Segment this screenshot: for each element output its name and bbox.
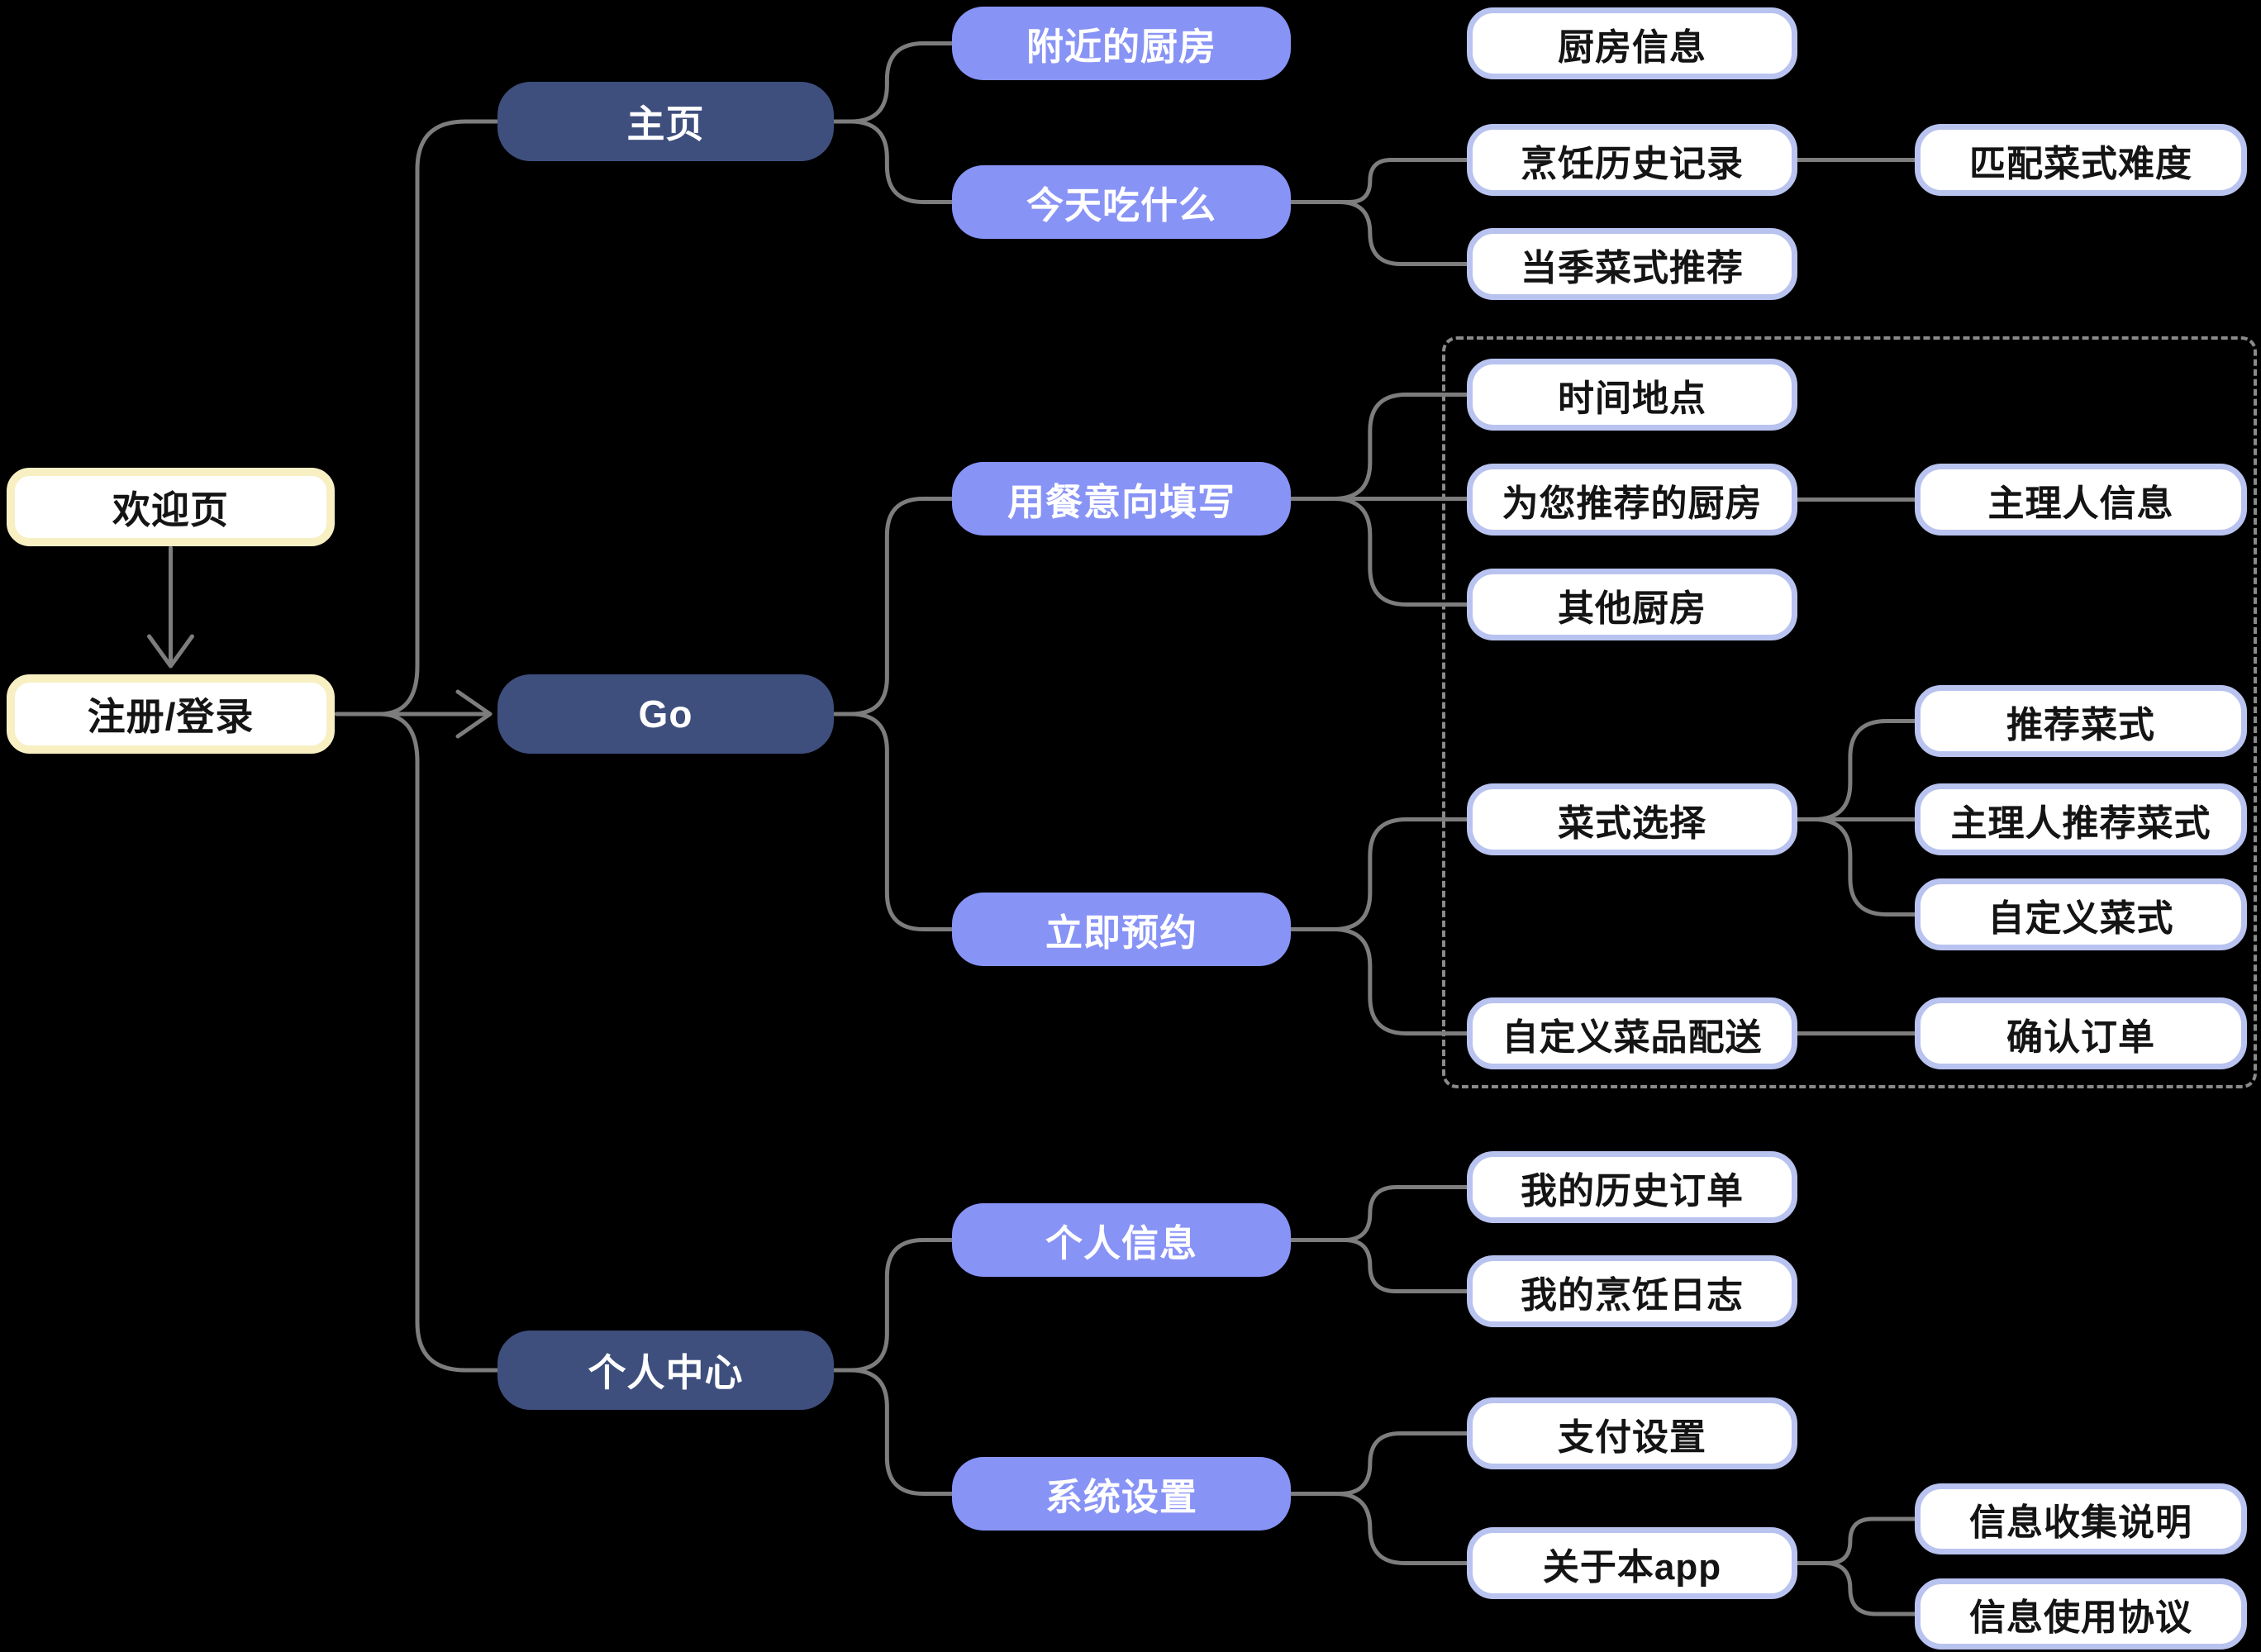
node-label-about-app: 关于本app [1542,1546,1722,1588]
node-label-home: 主页 [626,102,705,145]
node-label-welcome: 欢迎页 [112,488,229,531]
node-dining-intent[interactable]: 用餐意向填写 [952,462,1291,536]
edge-system-settings-about-app [1288,1492,1469,1565]
node-recommended-dishes[interactable]: 推荐菜式 [1915,685,2247,757]
node-label-my-order-history: 我的历史订单 [1521,1170,1744,1212]
node-label-profile-center: 个人中心 [588,1351,744,1394]
edge-dish-selection-custom-dishes [1795,817,1917,916]
edge-book-now-custom-dish-delivery [1288,927,1469,1035]
node-label-custom-dish-delivery: 自定义菜品配送 [1502,1016,1763,1058]
node-payment-settings[interactable]: 支付设置 [1467,1397,1797,1469]
edge-register-login-go-arrowhead [455,689,493,739]
node-host-info[interactable]: 主理人信息 [1915,464,2247,536]
node-label-personal-info: 个人信息 [1045,1222,1197,1264]
node-label-dining-intent: 用餐意向填写 [1007,481,1235,523]
edge-go-book-now [831,712,954,931]
node-label-match-difficulty: 匹配菜式难度 [1969,143,2192,184]
node-label-time-place: 时间地点 [1558,378,1706,419]
node-label-info-collection: 信息收集说明 [1969,1502,2192,1543]
node-nearby-kitchens[interactable]: 附近的厨房 [952,7,1291,80]
node-personal-info[interactable]: 个人信息 [952,1203,1291,1277]
node-time-place[interactable]: 时间地点 [1467,359,1797,431]
node-profile-center[interactable]: 个人中心 [497,1331,834,1410]
node-label-register-login: 注册/登录 [87,695,255,738]
node-book-now[interactable]: 立即预约 [952,893,1291,966]
node-other-kitchens[interactable]: 其他厨房 [1467,569,1797,640]
node-register-login[interactable]: 注册/登录 [7,674,335,754]
node-about-app[interactable]: 关于本app [1467,1527,1797,1599]
edge-about-app-info-collection [1795,1516,1917,1565]
node-dish-selection[interactable]: 菜式选择 [1467,783,1797,855]
node-match-difficulty[interactable]: 匹配菜式难度 [1915,124,2247,196]
node-my-order-history[interactable]: 我的历史订单 [1467,1151,1797,1223]
node-recommended-kitchens[interactable]: 为您推荐的厨房 [1467,464,1797,536]
edge-what-to-eat-cooking-history [1288,158,1469,204]
node-seasonal-recs[interactable]: 当季菜式推荐 [1467,228,1797,300]
edge-register-login-profile-center [377,712,500,1373]
go-subtree-group-box [1442,336,2257,1088]
edge-profile-center-system-settings [831,1368,954,1496]
edge-book-now-dish-selection [1288,817,1469,931]
node-custom-dish-delivery[interactable]: 自定义菜品配送 [1467,997,1797,1069]
edge-home-nearby-kitchens [831,41,954,124]
node-home[interactable]: 主页 [497,82,834,161]
node-label-what-to-eat: 今天吃什么 [1026,184,1216,226]
edge-dish-selection-recommended-dishes [1795,719,1917,821]
node-custom-dishes[interactable]: 自定义菜式 [1915,878,2247,950]
node-label-recommended-kitchens: 为您推荐的厨房 [1502,483,1763,524]
node-label-system-settings: 系统设置 [1045,1476,1197,1518]
node-kitchen-info[interactable]: 厨房信息 [1467,7,1797,79]
edge-personal-info-my-order-history [1288,1185,1469,1242]
node-label-host-info: 主理人信息 [1987,483,2174,524]
edge-welcome-register-login-arrowhead [147,634,194,669]
node-host-recommended-dishes[interactable]: 主理人推荐菜式 [1915,783,2247,855]
node-label-host-recommended-dishes: 主理人推荐菜式 [1950,802,2211,844]
node-label-other-kitchens: 其他厨房 [1558,588,1706,629]
edge-system-settings-payment-settings [1288,1431,1469,1496]
node-go[interactable]: Go [497,674,834,754]
node-label-cooking-history: 烹饪历史记录 [1521,143,1744,184]
edge-go-dining-intent [831,497,954,717]
edge-what-to-eat-seasonal-recs [1288,200,1469,266]
node-label-recommended-dishes: 推荐菜式 [2006,704,2155,745]
node-system-settings[interactable]: 系统设置 [952,1457,1291,1531]
node-label-nearby-kitchens: 附近的厨房 [1026,26,1216,68]
node-label-seasonal-recs: 当季菜式推荐 [1521,247,1744,288]
edge-profile-center-personal-info [831,1238,954,1373]
node-label-my-cooking-log: 我的烹饪日志 [1521,1274,1744,1316]
node-my-cooking-log[interactable]: 我的烹饪日志 [1467,1255,1797,1327]
node-info-usage[interactable]: 信息使用协议 [1915,1578,2247,1650]
edge-home-what-to-eat [831,119,954,204]
node-label-payment-settings: 支付设置 [1558,1416,1706,1458]
node-label-go: Go [638,693,693,736]
node-confirm-order[interactable]: 确认订单 [1915,997,2247,1069]
edge-personal-info-my-cooking-log [1288,1238,1469,1293]
node-label-dish-selection: 菜式选择 [1558,802,1706,844]
edge-about-app-info-usage [1795,1561,1917,1616]
node-label-custom-dishes: 自定义菜式 [1987,897,2174,939]
node-info-collection[interactable]: 信息收集说明 [1915,1483,2247,1554]
node-cooking-history[interactable]: 烹饪历史记录 [1467,124,1797,196]
node-label-book-now: 立即预约 [1045,912,1197,954]
node-welcome[interactable]: 欢迎页 [7,468,335,546]
edge-dining-intent-time-place [1288,393,1469,501]
node-label-kitchen-info: 厨房信息 [1558,26,1706,68]
node-label-confirm-order: 确认订单 [2006,1016,2155,1058]
edge-register-login-home [377,119,500,717]
edge-dining-intent-other-kitchens [1288,497,1469,607]
node-label-info-usage: 信息使用协议 [1969,1597,2192,1638]
node-what-to-eat[interactable]: 今天吃什么 [952,165,1291,239]
